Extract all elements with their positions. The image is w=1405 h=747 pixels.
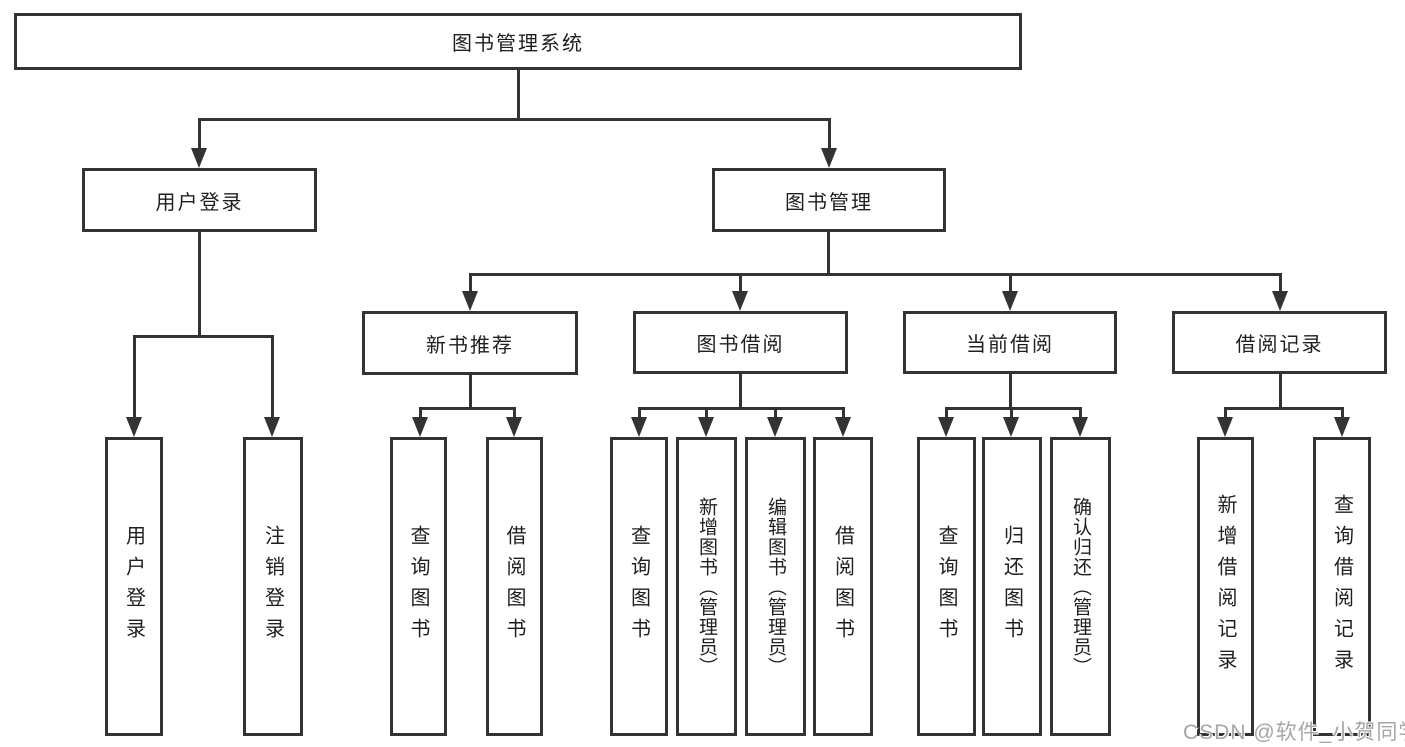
- leaf-query-borrow-record: 查询借阅记录: [1313, 437, 1371, 736]
- arrow-down-icon: [1272, 291, 1288, 311]
- csdn-watermark: CSDN @软件_小贺同学: [1183, 721, 1405, 744]
- arrow-down-icon: [1334, 417, 1350, 437]
- connector-mgmt-stem: [827, 232, 830, 274]
- connector-leaf-stem: [705, 407, 708, 419]
- connector-group-bar: [419, 407, 516, 410]
- arrow-down-icon: [835, 417, 851, 437]
- connector-leaf-stem: [271, 335, 274, 419]
- connector-group-bar: [945, 407, 1082, 410]
- arrow-down-icon: [1003, 417, 1019, 437]
- connector-section-stem: [469, 273, 472, 292]
- arrow-down-icon: [698, 417, 714, 437]
- connector-section-stem: [739, 273, 742, 292]
- leaf-borrow-books: 借阅图书: [486, 437, 543, 736]
- connector-leaf-stem: [419, 407, 422, 419]
- arrow-down-icon: [462, 291, 478, 311]
- connector-leaf-stem: [774, 407, 777, 419]
- connector-root-stem: [517, 70, 520, 119]
- node-user-login: 用户登录: [82, 168, 317, 232]
- connector-root-bar: [198, 118, 831, 121]
- connector-group-bar: [1224, 407, 1343, 410]
- arrow-down-icon: [506, 417, 522, 437]
- leaf-query-books: 查询图书: [610, 437, 668, 736]
- connector-leaf-stem: [1010, 407, 1013, 419]
- connector-section-stem: [1009, 273, 1012, 292]
- node-new-book-recommend: 新书推荐: [362, 311, 578, 375]
- node-borrowing-records: 借阅记录: [1172, 311, 1387, 374]
- connector-group-stem: [1279, 374, 1282, 408]
- connector-user-group-bar: [133, 335, 274, 338]
- arrow-down-icon: [1002, 291, 1018, 311]
- leaf-add-books-admin: 新增图书（管理员）: [676, 437, 737, 736]
- leaf-return-books: 归还图书: [982, 437, 1042, 736]
- connector-group-stem: [739, 374, 742, 408]
- connector-group-stem: [1009, 374, 1012, 408]
- arrow-down-icon: [821, 148, 837, 168]
- connector-leaf-stem: [1341, 407, 1344, 419]
- connector-leaf-stem: [638, 407, 641, 419]
- leaf-user-login: 用户登录: [105, 437, 163, 736]
- connector-user-login-stem: [198, 118, 201, 150]
- node-current-borrowing: 当前借阅: [903, 311, 1117, 374]
- leaf-query-books: 查询图书: [917, 437, 976, 736]
- node-book-borrowing: 图书借阅: [633, 311, 848, 374]
- connector-leaf-stem: [945, 407, 948, 419]
- arrow-down-icon: [126, 417, 142, 437]
- arrow-down-icon: [631, 417, 647, 437]
- arrow-down-icon: [191, 148, 207, 168]
- arrow-down-icon: [264, 417, 280, 437]
- arrow-down-icon: [938, 417, 954, 437]
- connector-group-stem: [469, 375, 472, 408]
- leaf-confirm-return-admin: 确认归还（管理员）: [1050, 437, 1111, 736]
- connector-leaf-stem: [1079, 407, 1082, 419]
- connector-mgmt-bar: [469, 273, 1282, 276]
- arrow-down-icon: [1217, 417, 1233, 437]
- node-book-management: 图书管理: [712, 168, 946, 232]
- connector-leaf-stem: [133, 335, 136, 419]
- connector-leaf-stem: [513, 407, 516, 419]
- connector-group-bar: [638, 407, 845, 410]
- arrow-down-icon: [767, 417, 783, 437]
- leaf-add-borrow-record: 新增借阅记录: [1197, 437, 1254, 736]
- connector-leaf-stem: [1224, 407, 1227, 419]
- arrow-down-icon: [732, 291, 748, 311]
- connector-user-group-stem: [198, 232, 201, 336]
- leaf-edit-books-admin: 编辑图书（管理员）: [745, 437, 806, 736]
- arrow-down-icon: [412, 417, 428, 437]
- leaf-borrow-books: 借阅图书: [813, 437, 873, 736]
- leaf-query-books: 查询图书: [390, 437, 447, 736]
- connector-leaf-stem: [842, 407, 845, 419]
- connector-book-mgmt-stem: [828, 118, 831, 150]
- leaf-logout: 注销登录: [243, 437, 303, 736]
- node-library-system: 图书管理系统: [14, 13, 1022, 70]
- arrow-down-icon: [1072, 417, 1088, 437]
- connector-section-stem: [1279, 273, 1282, 292]
